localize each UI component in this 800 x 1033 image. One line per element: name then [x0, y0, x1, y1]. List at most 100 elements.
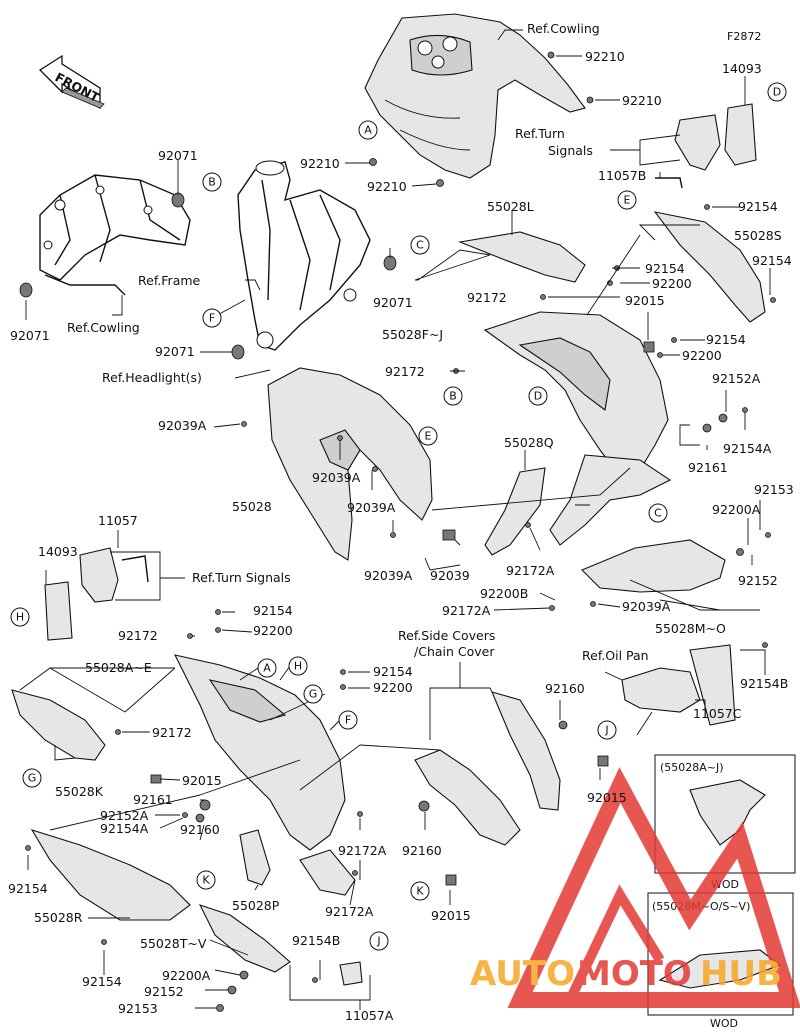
clip-11057A [339, 961, 363, 986]
reference-markers: A D E B C F B D E C H A H G F J G K K J [10, 82, 787, 951]
svg-text:H: H [16, 611, 24, 624]
callout-c49: 55028M~O [655, 621, 726, 636]
lower-fairing-55028T-V [198, 904, 291, 973]
callout-c69: 92160 [180, 822, 220, 837]
watermark-moto: MOTO [577, 954, 692, 994]
callout-c59: 92154B [740, 676, 788, 691]
main-side-cowl-55028A-E [173, 654, 346, 851]
inset-title-a: (55028A~J) [660, 761, 724, 774]
ref-marker-e: E [418, 426, 438, 446]
callout-c40: 14093 [38, 544, 78, 559]
callout-c67: 92154A [100, 821, 149, 836]
callout-c57: 92154 [373, 664, 413, 679]
callout-c46: 92200B [480, 586, 528, 601]
ref-marker-d: D [767, 82, 787, 102]
svg-text:H: H [294, 660, 302, 673]
side-cover-chain-cover [414, 691, 561, 846]
callout-c37: 92153 [754, 482, 794, 497]
callout-c16: Ref.Headlight(s) [102, 370, 202, 385]
callout-c17: 55028L [487, 199, 534, 214]
callout-c32: 92161 [688, 460, 728, 475]
callout-c77: 55028T~V [140, 936, 207, 951]
fasteners [25, 51, 776, 1012]
callout-c75: 92172A [325, 904, 374, 919]
part-callouts: Ref.Cowling 92210 92210 92210 92210 1409… [8, 21, 794, 1023]
oil-pan-bracket [621, 644, 736, 726]
callout-c27: 92200 [682, 348, 722, 363]
callout-c41: Ref.Turn Signals [192, 570, 291, 585]
callout-c11: Ref.Frame [138, 273, 201, 288]
svg-text:G: G [28, 772, 37, 785]
callout-c62: 92172 [152, 725, 192, 740]
ref-marker-b: B [202, 172, 222, 192]
callout-c44: 92172A [506, 563, 555, 578]
ref-marker-k: K [196, 870, 216, 890]
callout-c48: 92039A [622, 599, 671, 614]
callout-c36: 92039A [347, 500, 396, 515]
ref-marker-h: H [288, 656, 308, 676]
svg-text:B: B [449, 390, 457, 403]
callout-c25: 55028F~J [382, 327, 443, 342]
svg-text:J: J [604, 724, 608, 737]
callout-c83: 11057A [345, 1008, 394, 1023]
callout-c79: 92154 [82, 974, 122, 989]
callout-c34: 92039A [312, 470, 361, 485]
callout-c66: 92152A [100, 808, 149, 823]
ref-marker-f: F [338, 710, 358, 730]
side-fairing-55028S [653, 211, 766, 323]
callout-c9: 11057B [598, 168, 646, 183]
ref-marker-k: K [410, 881, 430, 901]
svg-text:E: E [624, 194, 631, 207]
callout-c51: 92172 [118, 628, 158, 643]
callout-c76: 92015 [431, 908, 471, 923]
front-arrow-icon: FRONT [38, 54, 105, 110]
callout-c4: 92210 [300, 156, 340, 171]
callout-c14: Ref.Cowling [67, 320, 140, 335]
watermark-logo: AUTO MOTO HUB [470, 767, 800, 1008]
svg-text:F: F [345, 714, 351, 727]
callout-c1: Ref.Cowling [527, 21, 600, 36]
callout-c10: 92071 [158, 148, 198, 163]
callout-c42: 92039A [364, 568, 413, 583]
callout-c50: 92154 [253, 603, 293, 618]
callout-c71: 92160 [402, 843, 442, 858]
callout-c68: 92015 [587, 790, 627, 805]
svg-text:K: K [202, 874, 210, 887]
svg-text:B: B [208, 176, 216, 189]
svg-text:A: A [263, 662, 271, 675]
ref-marker-c: C [410, 235, 430, 255]
callout-c8: Signals [548, 143, 593, 158]
callout-c61: 11057C [693, 706, 742, 721]
callout-c33: 55028Q [504, 435, 554, 450]
callout-c12: 92071 [373, 295, 413, 310]
fairing-55028K [11, 689, 106, 761]
inset-note-b: WOD [710, 1017, 738, 1030]
ref-marker-b: B [443, 386, 463, 406]
panel-55028Q [484, 467, 546, 556]
callout-c26: 92154 [706, 332, 746, 347]
callout-c38: 92200A [712, 502, 761, 517]
callout-c43: 92039 [430, 568, 470, 583]
callout-c31: 92154A [723, 441, 772, 456]
svg-text:C: C [654, 507, 662, 520]
callout-c70: 92172A [338, 843, 387, 858]
callout-c5: 92210 [367, 179, 407, 194]
svg-text:K: K [416, 885, 424, 898]
callout-c74: 55028R [34, 910, 83, 925]
callout-c22: 92200 [652, 276, 692, 291]
cowling-stay-frame [39, 174, 191, 296]
callout-c13: 92071 [10, 328, 50, 343]
svg-text:G: G [309, 688, 318, 701]
callout-c63: 55028K [55, 784, 104, 799]
callout-c2: 92210 [585, 49, 625, 64]
svg-text:A: A [364, 124, 372, 137]
callout-c21: 92154 [645, 261, 685, 276]
fairing-55028M-O [581, 539, 726, 593]
callout-c60: 92160 [545, 681, 585, 696]
rear-fairing-55028R [30, 829, 191, 921]
parts-illustration: FRONT [11, 13, 776, 1012]
ref-marker-d: D [528, 386, 548, 406]
ref-marker-a: A [257, 658, 277, 678]
